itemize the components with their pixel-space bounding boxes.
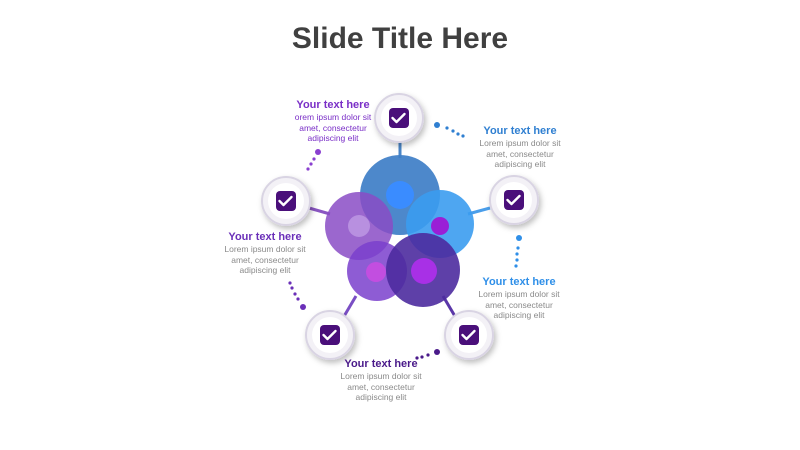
node-left xyxy=(261,176,311,226)
text-block-line: amet, consectetur xyxy=(485,299,553,310)
text-block-line: amet, consectetur xyxy=(299,122,367,133)
text-block-line: Lorem ipsum dolor sit xyxy=(478,289,560,299)
node-top xyxy=(374,93,424,143)
checkmark-icon xyxy=(278,195,293,207)
node-bottom-right xyxy=(444,310,494,360)
text-block-line: orem ipsum dolor sit xyxy=(294,112,372,122)
text-block-line: amet, consectetur xyxy=(347,381,415,392)
node-bottom-left xyxy=(305,310,355,360)
text-block-line: amet, consectetur xyxy=(231,254,299,265)
text-block-line: adipiscing elit xyxy=(493,310,545,320)
node-right xyxy=(489,175,539,225)
checkmark-icon xyxy=(506,194,521,206)
text-block-left: Your text here Lorem ipsum dolor sit ame… xyxy=(190,231,340,276)
dotted-paths xyxy=(288,122,522,360)
text-block-line: Lorem ipsum dolor sit xyxy=(340,371,422,381)
text-block-right-bottom: Your text here Lorem ipsum dolor sit ame… xyxy=(444,276,594,321)
text-block-line: adipiscing elit xyxy=(239,265,291,275)
text-block-line: adipiscing elit xyxy=(494,159,546,169)
text-block-line: Lorem ipsum dolor sit xyxy=(224,244,306,254)
text-block-line: Lorem ipsum dolor sit xyxy=(479,138,561,148)
checkmark-icon xyxy=(391,112,406,124)
text-block-line: amet, consectetur xyxy=(486,148,554,159)
text-block-heading: Your text here xyxy=(482,276,556,288)
text-block-line: adipiscing elit xyxy=(355,392,407,402)
text-block-heading: Your text here xyxy=(344,358,418,370)
connector-lines xyxy=(308,140,491,319)
text-block-heading: Your text here xyxy=(296,99,370,111)
checkmark-icon xyxy=(322,329,337,341)
text-block-heading: Your text here xyxy=(483,125,557,137)
text-block-line: adipiscing elit xyxy=(307,133,359,143)
text-block-heading: Your text here xyxy=(228,231,302,243)
text-block-top: Your text here orem ipsum dolor sit amet… xyxy=(258,99,408,144)
venn-circles xyxy=(325,155,474,307)
text-block-right-top: Your text here Lorem ipsum dolor sit ame… xyxy=(445,125,595,170)
text-block-bottom: Your text here Lorem ipsum dolor sit ame… xyxy=(306,358,456,403)
slide-title: Slide Title Here xyxy=(291,22,509,55)
checkmark-icon xyxy=(461,329,476,341)
